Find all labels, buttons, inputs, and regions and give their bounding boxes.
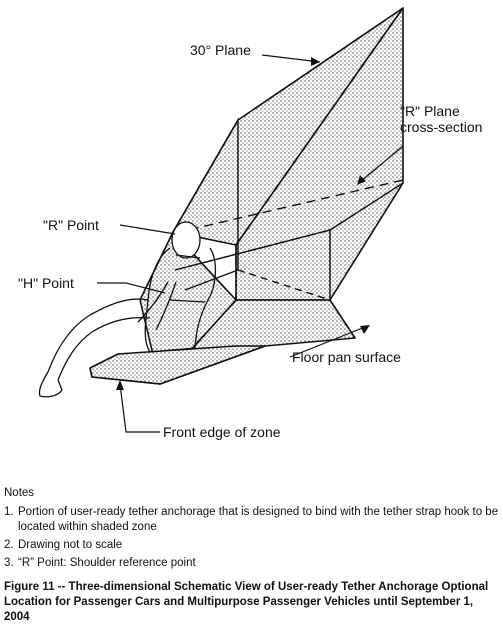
r-plane-label-line2: cross-section: [400, 119, 483, 135]
schematic-figure: 30° Plane "R" Plane cross-section "R" Po…: [18, 7, 483, 440]
r-plane-cross-section-line: [174, 179, 404, 234]
h-point-leader: [97, 282, 166, 294]
r-plane-leader: [359, 145, 404, 183]
notes-heading: Notes: [4, 487, 35, 499]
construction-lines: [89, 117, 404, 385]
shaded-zone: [89, 7, 404, 385]
h-point-label: "H" Point: [18, 275, 74, 291]
note-number: 1.: [4, 506, 14, 518]
r-plane-label-line1: "R" Plane: [400, 103, 460, 119]
note-number: 2.: [4, 539, 14, 551]
leader-lines: [97, 54, 404, 433]
note-text: Portion of user-ready tether anchorage t…: [18, 506, 499, 533]
note-text: Drawing not to scale: [18, 539, 123, 551]
plane30-label: 30° Plane: [190, 42, 251, 58]
zone-drawing: [38, 7, 404, 433]
note-item: 2. Drawing not to scale: [4, 538, 499, 553]
front-edge-leader: [119, 383, 160, 433]
floor-pan-label: Floor pan surface: [292, 349, 401, 365]
floor-leader: [289, 326, 366, 358]
note-item: 1. Portion of user-ready tether anchorag…: [4, 505, 499, 535]
r-point-label: "R" Point: [43, 217, 99, 233]
figure-caption: Figure 11 -- Three-dimensional Schematic…: [4, 581, 489, 623]
front-edge-label: Front edge of zone: [163, 424, 281, 440]
note-text: “R” Point: Shoulder reference point: [18, 557, 196, 569]
occupant-manikin: [38, 221, 217, 398]
notes-section: Notes 1. Portion of user-ready tether an…: [4, 486, 499, 571]
plane30-leader: [261, 54, 321, 63]
note-number: 3.: [4, 557, 14, 569]
r-point-leader: [119, 224, 176, 235]
zone-front-face: [89, 345, 266, 385]
note-item: 3. “R” Point: Shoulder reference point: [4, 556, 499, 571]
